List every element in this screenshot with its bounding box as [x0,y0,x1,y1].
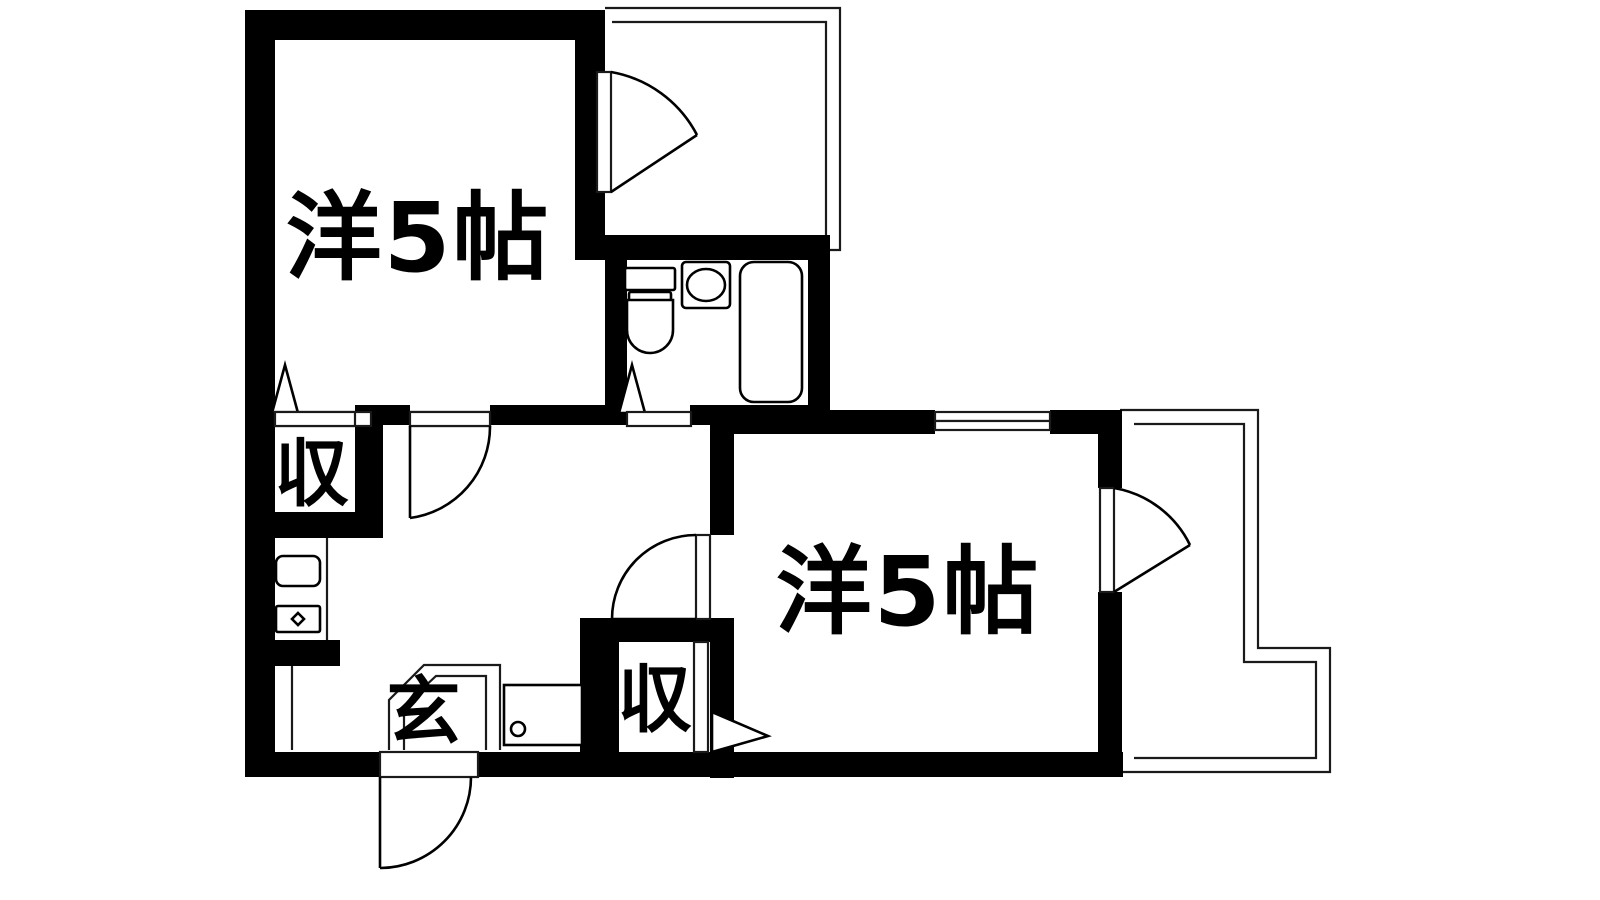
balcony-door-upper[interactable] [595,70,699,194]
room-label-entrance: 玄 [387,669,462,755]
entrance-step-outline [387,663,502,750]
entry-door[interactable] [378,750,480,870]
hall-door[interactable] [408,410,492,520]
wall-top-left-room-top [245,10,605,40]
wall-bath-right [808,255,830,425]
wall-bottom-left [245,752,380,777]
toilet-fixture [623,266,677,355]
bathroom-sliding-door[interactable] [617,360,693,428]
room-label-closet-lower-center: 収 [618,657,693,743]
wall-right-room-left-lower [710,618,734,778]
balcony-upper [605,6,842,252]
bathtub-fixture [738,260,804,404]
wall-left-room-bottom-right-stub [490,405,605,425]
room-label-western-right: 洋5帖 [776,536,1041,648]
wall-right-room-right-lower [1098,592,1122,777]
window-right-room [933,410,1052,432]
wall-left-outer-mid [245,512,275,662]
kitchen-stove-fixture [274,604,322,634]
wall-right-room-right-upper [1098,410,1122,488]
exterior-and-interior-walls [245,10,1123,778]
shoe-cabinet-fixture [502,683,584,747]
kitchen-sink-fixture [274,554,322,588]
room-label-closet-upper-left: 収 [275,431,350,517]
closet-sliding-door-upper[interactable] [273,410,357,428]
washbasin-fixture [680,260,732,310]
wall-bottom-right [478,752,1123,777]
closet-sliding-door-lower[interactable] [692,640,772,754]
wall-right-room-left-upper [710,410,734,535]
balcony-lower-l-shaped [1120,408,1332,774]
wall-hall-right [580,618,602,776]
right-room-door[interactable] [610,533,712,621]
wall-bath-left [605,255,627,425]
wall-bath-top [605,235,830,260]
wall-left-outer-upper [245,10,275,420]
wall-right-room-top-left [710,410,935,434]
room-label-western-upper-left: 洋5帖 [286,182,551,294]
balcony-door-lower[interactable] [1098,486,1192,594]
